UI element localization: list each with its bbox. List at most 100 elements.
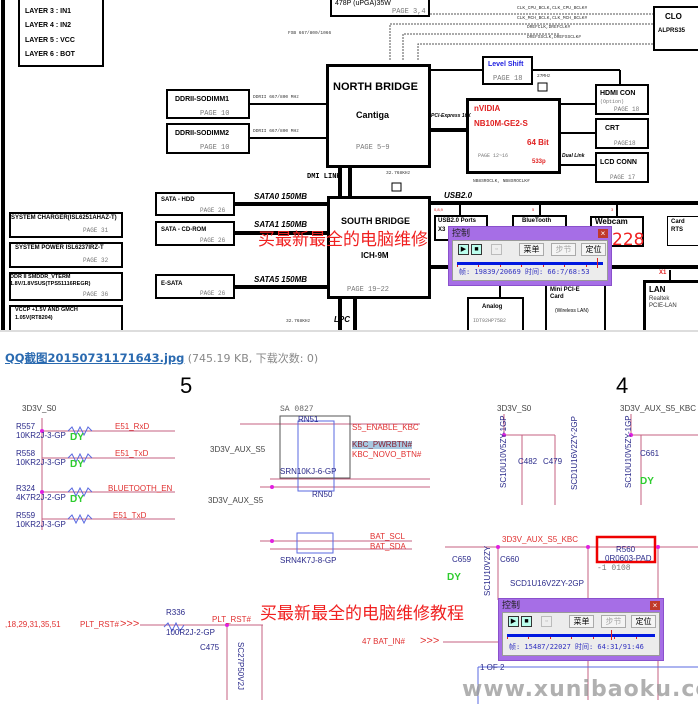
player-control-dialog-2[interactable]: 控制 × ▶ ■ ▫ 菜单 步节 定位 帧: 15487/22027 时间: 6… bbox=[498, 598, 664, 661]
clock-line-1: CLK_CPU_BCLK,CLK_CPU_BCLK# bbox=[517, 6, 588, 11]
lcd-box bbox=[595, 152, 649, 183]
card-reader-box bbox=[667, 216, 698, 246]
rn50-val: SRN4K7J-8-GP bbox=[280, 556, 337, 565]
lpc-label: LPC bbox=[334, 315, 350, 324]
r557-ref: R557 bbox=[16, 422, 36, 431]
south-bridge-chip: ICH-9M bbox=[361, 251, 389, 260]
c661-ref: C661 bbox=[640, 449, 660, 458]
sodimm2-bus: DDRII 667/800 MHz bbox=[253, 129, 299, 134]
c482-val: SC10U10V5ZY-1GP bbox=[499, 415, 508, 488]
power-system-title: SYSTEM POWER ISL6237IRZ-T bbox=[15, 245, 104, 251]
usb-ports-title: USB2.0 Ports bbox=[438, 218, 477, 224]
rn51-net-novo: KBC_NOVO_BTN# bbox=[352, 450, 422, 459]
close-button[interactable]: × bbox=[650, 601, 660, 610]
layer-3: LAYER 3 : IN1 bbox=[25, 8, 72, 15]
r560-ref: R560 bbox=[616, 545, 636, 554]
pcie-label: PCI-Express 16X bbox=[431, 113, 471, 119]
fsb-label: FSB 667/800/1066 bbox=[288, 31, 332, 36]
plt-arrows: >>> bbox=[120, 618, 140, 630]
close-button[interactable]: × bbox=[598, 229, 608, 238]
c659-val: SC1U10V2ZY bbox=[483, 545, 492, 596]
north-bridge-title: NORTH BRIDGE bbox=[333, 81, 418, 93]
clock-line-4: DREFSSCLK,DREFSSCLK# bbox=[527, 35, 582, 40]
step-button[interactable]: 步节 bbox=[601, 615, 626, 628]
play-icon[interactable]: ▶ bbox=[458, 244, 469, 255]
attachment-caption: QQ截图20150731171643.jpg (745.19 KB, 下载次数:… bbox=[5, 352, 318, 365]
locate-button[interactable]: 定位 bbox=[631, 615, 656, 628]
attachment-meta: (745.19 KB, 下载次数: 0) bbox=[187, 352, 319, 365]
lan-chip: PCIE-LAN bbox=[649, 303, 677, 309]
power-box-ddr bbox=[9, 272, 123, 301]
step-button[interactable]: 步节 bbox=[551, 243, 576, 256]
sa-label: SA 0827 bbox=[280, 405, 314, 414]
bat-in-net: 47 BAT_IN# bbox=[362, 637, 405, 646]
layer-5: LAYER 5 : VCC bbox=[25, 37, 75, 44]
c475-ref: C475 bbox=[200, 643, 220, 652]
menu-button[interactable]: 菜单 bbox=[569, 615, 594, 628]
clock-gen-title: CLO bbox=[665, 12, 682, 21]
power-box-charger bbox=[9, 212, 123, 238]
gpu-brand: nVIDIA bbox=[474, 104, 501, 113]
bluetooth-title: BlueTooth bbox=[522, 218, 552, 224]
stop-icon[interactable]: ■ bbox=[471, 244, 482, 255]
power-ddr-page: PAGE 36 bbox=[83, 291, 109, 298]
power-box-vccp bbox=[9, 305, 123, 330]
c479-ref: C479 bbox=[543, 457, 563, 466]
locate-button[interactable]: 定位 bbox=[581, 243, 606, 256]
c660-ref: C660 bbox=[500, 555, 520, 564]
nbsro-label: NB8SROCLK, NB8SROCLK# bbox=[473, 179, 530, 184]
layer-4: LAYER 4 : IN2 bbox=[25, 22, 72, 29]
frame-icon[interactable]: ▫ bbox=[541, 616, 552, 627]
progress-handle[interactable] bbox=[610, 630, 612, 640]
minipcie-box bbox=[545, 283, 606, 330]
lan-brand: Realtek bbox=[649, 296, 670, 302]
power-system-page: PAGE 32 bbox=[83, 257, 109, 264]
c659-ref: C659 bbox=[452, 555, 472, 564]
webcam-title: Webcam bbox=[595, 217, 628, 226]
cpu-page: PAGE 3,4 bbox=[392, 8, 426, 16]
watermark-text-top: 买最新最全的电脑维修 bbox=[258, 230, 428, 250]
schematic-wires bbox=[40, 414, 698, 704]
sata-cdrom-page: PAGE 26 bbox=[200, 237, 226, 244]
progress-slider[interactable] bbox=[457, 262, 603, 265]
esata-box bbox=[155, 274, 235, 299]
stop-icon[interactable]: ■ bbox=[521, 616, 532, 627]
power-charger-page: PAGE 31 bbox=[83, 227, 109, 234]
usb-ports-numbers: 0,8,9 bbox=[434, 207, 443, 212]
sheet-number-5: 5 bbox=[180, 373, 193, 398]
sata-cdrom-title: SATA - CD-ROM bbox=[161, 227, 207, 233]
south-bridge-title: SOUTH BRIDGE bbox=[341, 216, 411, 226]
sodimm2-box bbox=[166, 123, 250, 154]
player-control-dialog-1[interactable]: 控制 × ▶ ■ ▫ 菜单 步节 定位 帧: 19839/20669 时间: 6… bbox=[448, 226, 612, 286]
power-vccp-title: VCCP +1.5V AND GMCH bbox=[15, 307, 78, 313]
image-divider bbox=[0, 330, 698, 332]
gpu-bits: 64 Bit bbox=[527, 138, 549, 147]
play-icon[interactable]: ▶ bbox=[508, 616, 519, 627]
r324-net: BLUETOOTH_EN bbox=[108, 484, 173, 493]
rn51-net-s5-enable: S5_ENABLE_KBC bbox=[352, 423, 419, 432]
one-of-two: 1 OF 2 bbox=[480, 663, 505, 672]
menu-button[interactable]: 菜单 bbox=[519, 243, 544, 256]
cpu-label: 478P (uPGA)35W bbox=[335, 0, 391, 7]
r324-ref: R324 bbox=[16, 484, 36, 493]
r557-dy: DY bbox=[70, 432, 84, 443]
frame-icon[interactable]: ▫ bbox=[491, 244, 502, 255]
attachment-link[interactable]: QQ截图20150731171643.jpg bbox=[5, 351, 185, 365]
north-bridge-box bbox=[326, 64, 431, 168]
rn50-ref: RN50 bbox=[312, 490, 333, 499]
rail-3d3v-s0-right: 3D3V_S0 bbox=[497, 404, 532, 413]
lan-title: LAN bbox=[649, 285, 666, 294]
south-bridge-page: PAGE 19~22 bbox=[347, 286, 390, 294]
frame-time-status: 帧: 19839/20669 时间: 66:7/68:53 bbox=[459, 268, 590, 276]
sheet-number-4: 4 bbox=[616, 373, 629, 398]
sodimm2-page: PAGE 10 bbox=[200, 144, 230, 152]
progress-slider[interactable] bbox=[507, 634, 655, 637]
sodimm1-page: PAGE 10 bbox=[200, 110, 230, 118]
hdmi-note: (Option) bbox=[600, 99, 625, 105]
analog-chip: IDT92HP75B2 bbox=[473, 318, 507, 324]
progress-handle[interactable] bbox=[597, 258, 599, 268]
crt-page: PAGE18 bbox=[614, 140, 636, 147]
rn51-val: SRN10KJ-6-GP bbox=[280, 467, 337, 476]
power-box-system bbox=[9, 242, 123, 268]
watermark-tail-top: 228 bbox=[612, 230, 645, 250]
